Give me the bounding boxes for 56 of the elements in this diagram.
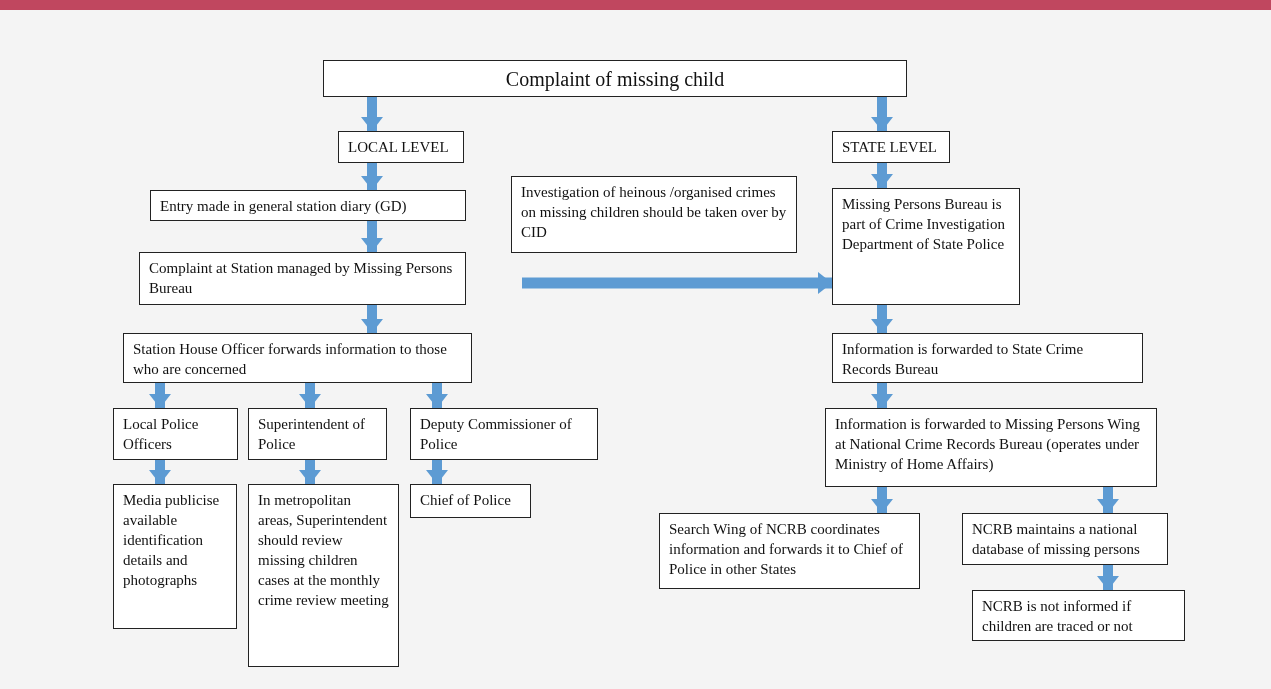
arrow <box>871 487 893 513</box>
process-box <box>972 590 1185 641</box>
box-text: Station House Officer forwards information to those who are concerned <box>133 340 448 379</box>
box-text: Information is forwarded to State Crime Records Bureau <box>842 340 1085 379</box>
process-box <box>150 190 466 221</box>
box-text: Chief of Police <box>420 491 512 510</box>
arrow <box>1097 487 1119 513</box>
arrow <box>299 460 321 484</box>
box-text: In metropolitan areas, Superintendent should review missing children cases at the monthly crime review meeting <box>258 491 389 610</box>
box-text: Superintendent of Police <box>258 415 367 454</box>
process-box <box>323 60 907 97</box>
box-text: Media publicise available identification details and photographs <box>123 491 221 590</box>
box-text: Entry made in general station diary (GD) <box>160 197 408 216</box>
arrow <box>871 97 893 131</box>
process-box <box>410 408 598 460</box>
process-box <box>511 176 797 253</box>
box-text: Deputy Commissioner of Police <box>420 415 573 454</box>
box-text: Investigation of heinous /organised crimes on missing children should be taken over by CID <box>521 183 787 242</box>
arrow <box>361 97 383 131</box>
box-text: Local Police Officers <box>123 415 200 454</box>
arrow <box>871 305 893 333</box>
box-text: STATE LEVEL <box>842 138 939 157</box>
box-text: LOCAL LEVEL <box>348 138 450 157</box>
box-text: Complaint at Station managed by Missing Persons Bureau <box>149 259 454 298</box>
process-box <box>962 513 1168 565</box>
arrow <box>522 272 832 294</box>
process-box <box>659 513 920 589</box>
box-text: Missing Persons Bureau is part of Crime Investigation Department of State Police <box>842 195 1006 254</box>
process-box <box>825 408 1157 487</box>
arrow <box>361 221 383 252</box>
box-text: Information is forwarded to Missing Persons Wing at National Crime Records Bureau (operates under Ministry of Home Affairs) <box>835 415 1141 474</box>
process-box <box>113 408 238 460</box>
arrow <box>149 460 171 484</box>
arrow <box>361 163 383 190</box>
box-text: NCRB is not informed if children are traced or not <box>982 597 1134 636</box>
process-box <box>139 252 466 305</box>
process-box <box>410 484 531 518</box>
process-box <box>123 333 472 383</box>
arrow <box>299 383 321 408</box>
arrow <box>1097 565 1119 590</box>
process-box <box>832 131 950 163</box>
box-text: Search Wing of NCRB coordinates information and forwards it to Chief of Police in other States <box>669 520 905 579</box>
arrow <box>361 305 383 333</box>
process-box <box>338 131 464 163</box>
box-text: NCRB maintains a national database of missing persons <box>972 520 1141 559</box>
process-box <box>832 188 1020 305</box>
process-box <box>832 333 1143 383</box>
process-box <box>248 484 399 667</box>
arrow <box>426 460 448 484</box>
arrow <box>149 383 171 408</box>
process-box <box>113 484 237 629</box>
arrow <box>871 383 893 408</box>
process-box <box>248 408 387 460</box>
arrow <box>871 163 893 188</box>
arrow <box>426 383 448 408</box>
box-text: Complaint of missing child <box>505 68 725 89</box>
